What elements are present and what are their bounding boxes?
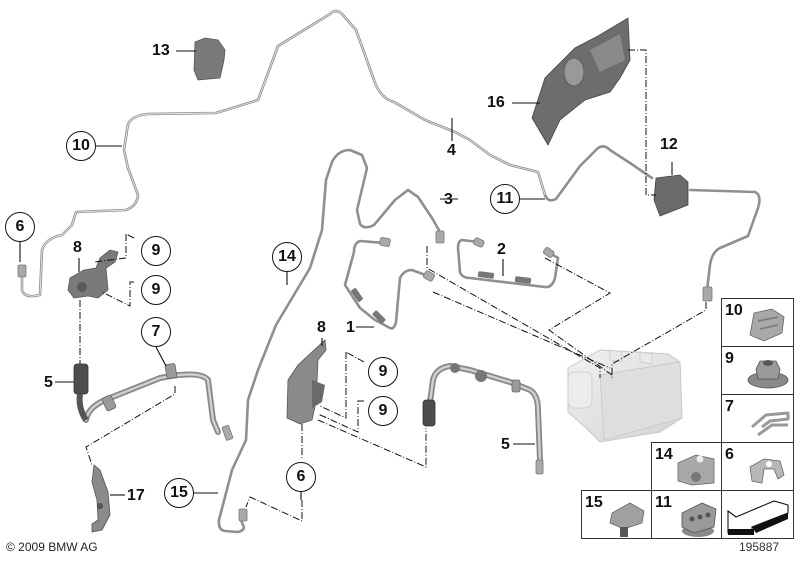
- callout-8-upper: 8: [73, 239, 82, 256]
- small-part-label: 9: [725, 350, 734, 367]
- callout-circle-9-a: 9: [141, 236, 171, 266]
- pipe-fitting: [17, 264, 27, 278]
- callout-circle-11: 11: [490, 184, 520, 214]
- callout-4: 4: [447, 142, 456, 159]
- abs-hydraulic-unit: [567, 349, 683, 443]
- flange-nut-icon: [747, 360, 789, 389]
- pipe-clip-stud-icon: [609, 502, 645, 537]
- part-13-bracket: [193, 37, 226, 81]
- small-part-label: 11: [655, 494, 672, 511]
- callout-circle-9-d: 9: [368, 396, 398, 426]
- pipe-clip-double-icon: [749, 308, 785, 342]
- callout-circle-10: 10: [66, 131, 96, 161]
- part-17-bracket: [91, 464, 111, 533]
- hose-fitting-5: [73, 363, 89, 395]
- callout-circle-6-left: 6: [5, 212, 35, 242]
- small-part-cell-9: 9: [721, 346, 794, 395]
- small-part-cell-15: 15: [581, 490, 652, 539]
- brake-pipe-2: [456, 238, 560, 289]
- pipe-highlight: [21, 10, 546, 297]
- pipe-holder-triple-icon: [681, 502, 717, 537]
- small-part-cell-arrow: [721, 490, 794, 539]
- callout-1: 1: [346, 319, 355, 336]
- callout-circle-6-center: 6: [286, 462, 316, 492]
- pipe-holder-icon: [677, 454, 715, 486]
- callout-circle-14: 14: [272, 242, 302, 272]
- callout-5-right: 5: [501, 436, 510, 453]
- brake-hose-5: [427, 363, 543, 463]
- callout-circle-9-c: 9: [368, 357, 398, 387]
- small-part-label: 15: [585, 494, 603, 511]
- brake-pipe-4-10: [20, 9, 761, 298]
- callout-2: 2: [497, 241, 506, 258]
- brake-pipe-14-15: [217, 148, 442, 534]
- small-part-label: 10: [725, 302, 743, 319]
- callout-12: 12: [660, 136, 678, 153]
- callout-circle-9-b: 9: [141, 275, 171, 305]
- assembly-lines: [79, 49, 707, 522]
- callout-8-center: 8: [317, 319, 326, 336]
- diagram-number: 195887: [739, 540, 780, 554]
- callout-5-left: 5: [44, 374, 53, 391]
- retaining-clip-icon: [751, 411, 790, 437]
- small-part-cell-11: 11: [651, 490, 722, 539]
- callout-16: 16: [487, 94, 505, 111]
- small-part-cell-14: 14: [651, 442, 722, 491]
- copyright-text: © 2009 BMW AG: [6, 540, 98, 554]
- part-12-holder: [653, 174, 689, 217]
- callout-3: 3: [444, 191, 453, 208]
- small-part-cell-7: 7: [721, 394, 794, 443]
- bracket-clip-icon: [749, 458, 785, 484]
- small-part-label: 6: [725, 446, 734, 463]
- part-8-bracket-center: [286, 339, 327, 425]
- part-16-bracket: [531, 17, 631, 146]
- callout-circle-7: 7: [141, 317, 171, 347]
- small-part-label: 7: [725, 398, 734, 415]
- leader-lines: [19, 50, 673, 500]
- brake-pipe-1: [343, 239, 430, 330]
- callout-17: 17: [127, 487, 145, 504]
- part-8-bracket-upper: [67, 249, 119, 299]
- small-part-cell-6: 6: [721, 442, 794, 491]
- callout-circle-15: 15: [164, 478, 194, 508]
- small-part-label: 14: [655, 446, 673, 463]
- direction-arrow-icon: [727, 500, 789, 535]
- brake-hose-7: [83, 371, 221, 435]
- small-part-cell-10: 10: [721, 298, 794, 347]
- callout-13: 13: [152, 42, 170, 59]
